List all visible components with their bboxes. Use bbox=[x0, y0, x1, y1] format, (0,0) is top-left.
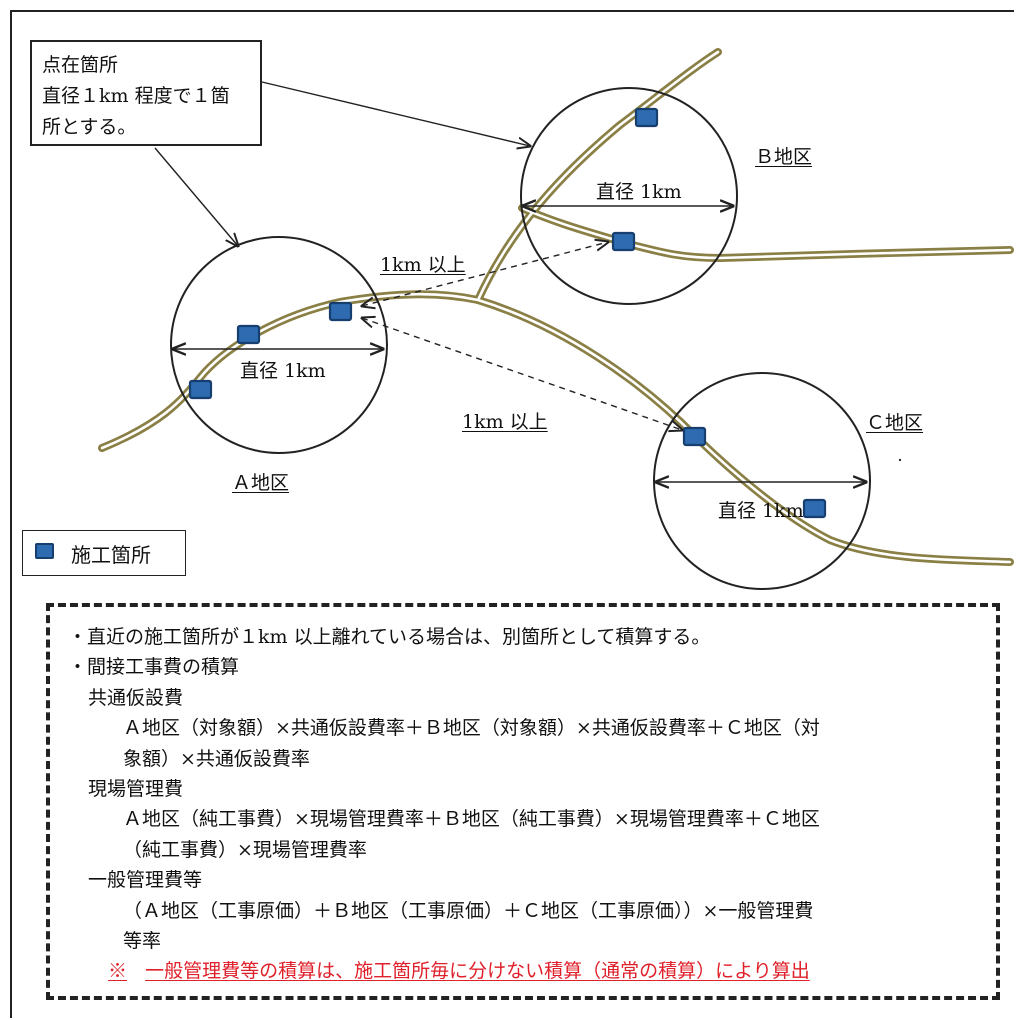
callout-line-1: 点在箇所 bbox=[42, 54, 119, 76]
distance-arrow-a-c bbox=[362, 318, 682, 430]
site-management-cost-line-1: Ａ地区（純工事費）×現場管理費率＋Ｂ地区（純工事費）×現場管理費率＋Ｃ地区 bbox=[123, 808, 820, 831]
district-c-label: Ｃ地区 bbox=[866, 412, 924, 434]
site-marker-c2 bbox=[802, 498, 827, 519]
site-management-cost-title: 現場管理費 bbox=[88, 778, 184, 801]
site-management-cost-line-2: （純工事費）×現場管理費率 bbox=[123, 838, 367, 861]
district-b-label: Ｂ地区 bbox=[755, 146, 813, 168]
legend-label: 施工箇所 bbox=[71, 543, 151, 567]
common-temporary-cost-line-2: 象額）×共通仮設費率 bbox=[123, 747, 310, 770]
common-temporary-cost-line-1: Ａ地区（対象額）×共通仮設費率＋Ｂ地区（対象額）×共通仮設費率＋Ｃ地区（対 bbox=[123, 717, 820, 740]
construction-site-markers bbox=[188, 107, 827, 519]
site-marker-b2 bbox=[611, 231, 636, 252]
callout-box: 点在箇所 直径１km 程度で１箇 所とする。 bbox=[30, 40, 262, 146]
red-note-mark: ※ bbox=[108, 960, 128, 983]
note-bullet-2: ・間接工事費の積算 bbox=[68, 656, 240, 679]
callout-pointer-b bbox=[261, 81, 530, 146]
figure-frame bbox=[10, 10, 1014, 1018]
district-b-circle bbox=[520, 87, 738, 305]
distance-arrow-a-b bbox=[362, 242, 608, 306]
site-marker-b1 bbox=[634, 107, 659, 128]
red-note: ※ 一般管理費等の積算は、施工箇所毎に分けない積算（通常の積算）により算出 bbox=[68, 956, 988, 986]
construction-site-legend-icon bbox=[35, 543, 54, 559]
district-a-circle bbox=[170, 236, 388, 454]
callout-pointer-a bbox=[154, 147, 238, 246]
general-management-cost-line-1: （Ａ地区（工事原価）＋Ｂ地区（工事原価）＋Ｃ地区（工事原価））×一般管理費 bbox=[123, 899, 814, 922]
red-note-text: 一般管理費等の積算は、施工箇所毎に分けない積算（通常の積算）により算出 bbox=[145, 960, 810, 983]
distance-label-a-c: 1km 以上 bbox=[462, 411, 548, 433]
district-c-circle bbox=[653, 372, 871, 590]
callout-line-2: 直径１km 程度で１箇 bbox=[42, 85, 230, 107]
site-marker-a3 bbox=[328, 301, 353, 322]
site-marker-c1 bbox=[682, 426, 707, 447]
general-management-cost-title: 一般管理費等 bbox=[88, 869, 203, 892]
site-map bbox=[98, 48, 1014, 590]
callout-line-3: 所とする。 bbox=[42, 116, 137, 138]
distance-label-a-b: 1km 以上 bbox=[380, 254, 466, 276]
district-a-label: Ａ地区 bbox=[232, 472, 290, 494]
legend: 施工箇所 bbox=[22, 530, 186, 576]
general-management-cost-line-2: 等率 bbox=[123, 930, 162, 953]
notes-box: ・直近の施工箇所が１km 以上離れている場合は、別箇所として積算する。 ・間接工… bbox=[46, 603, 1000, 1000]
district-c-diameter-label: 直径 1km bbox=[718, 500, 804, 522]
district-b-diameter-label: 直径 1km bbox=[596, 181, 682, 203]
common-temporary-cost-title: 共通仮設費 bbox=[88, 686, 184, 709]
stray-dot bbox=[898, 458, 902, 462]
site-marker-a1 bbox=[188, 379, 213, 400]
site-marker-a2 bbox=[236, 324, 261, 345]
district-a-diameter-label: 直径 1km bbox=[240, 360, 326, 382]
note-bullet-1: ・直近の施工箇所が１km 以上離れている場合は、別箇所として積算する。 bbox=[68, 626, 711, 648]
